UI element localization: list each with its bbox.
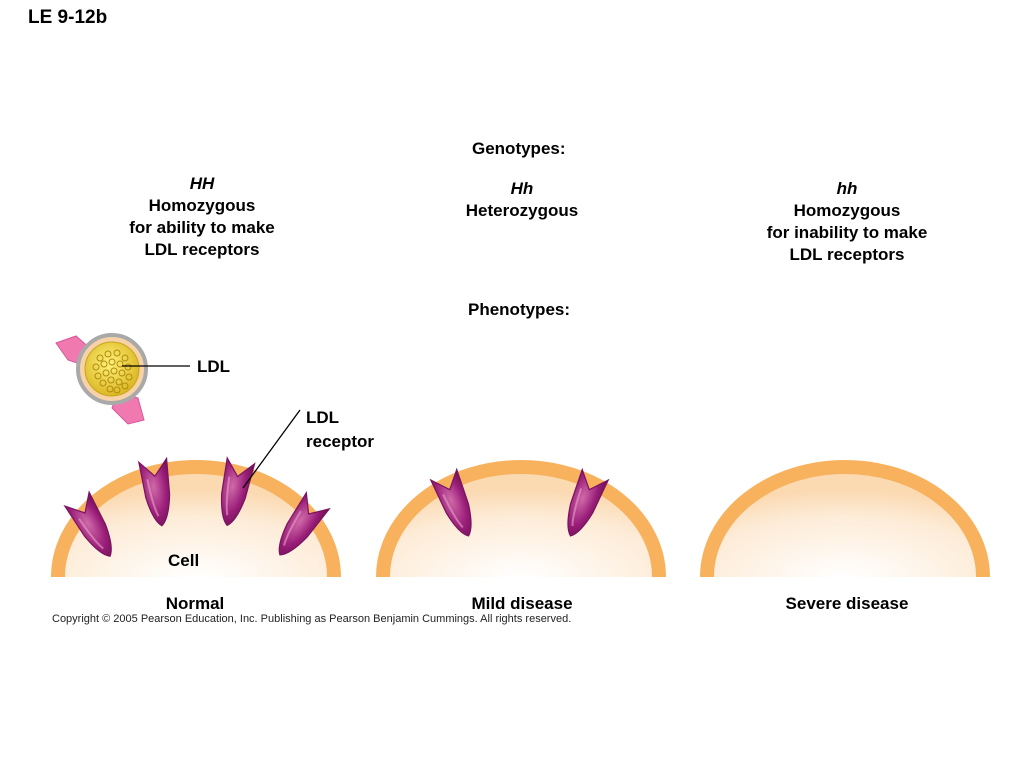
- phenotype-mild-disease: Mild disease: [471, 594, 573, 613]
- copyright-notice: Copyright © 2005 Pearson Education, Inc.…: [52, 613, 572, 625]
- genotype-description-line: Heterozygous: [465, 201, 579, 220]
- genotypes-heading: Genotypes:: [472, 139, 566, 158]
- genotype-hh-dominant: HH Homozygous for ability to make LDL re…: [102, 173, 302, 261]
- cell-label: Cell: [168, 551, 200, 570]
- normal-cell: [51, 456, 341, 578]
- ldl-receptor-label-line2: receptor: [306, 432, 375, 451]
- genotype-description-line: LDL receptors: [789, 245, 905, 264]
- mild-disease-cell: [376, 460, 666, 578]
- genotype-description-line: LDL receptors: [144, 240, 260, 259]
- ldl-receptor-label-line1: LDL: [306, 408, 340, 427]
- severe-disease-cell: [700, 460, 990, 578]
- phenotypes-heading: Phenotypes:: [468, 300, 571, 319]
- genotype-description-line: for inability to make: [766, 223, 928, 242]
- genotype-symbol: HH: [189, 174, 215, 193]
- phenotype-severe-disease: Severe disease: [785, 594, 909, 613]
- ldl-receptor-leader-line: [242, 409, 301, 489]
- ldl-label: LDL: [197, 357, 231, 376]
- phenotype-normal: Normal: [165, 594, 225, 613]
- ldl-particle: [55, 333, 148, 425]
- genotype-hh-recessive: hh Homozygous for inability to make LDL …: [737, 178, 957, 266]
- genotype-description-line: Homozygous: [148, 196, 256, 215]
- genotype-symbol: Hh: [510, 179, 534, 198]
- slide-title: LE 9-12b: [28, 7, 108, 28]
- genotype-description-line: Homozygous: [793, 201, 901, 220]
- genotype-description-line: for ability to make: [129, 218, 275, 237]
- genotype-hh-heterozygous: Hh Heterozygous: [422, 178, 622, 222]
- genotype-symbol: hh: [836, 179, 858, 198]
